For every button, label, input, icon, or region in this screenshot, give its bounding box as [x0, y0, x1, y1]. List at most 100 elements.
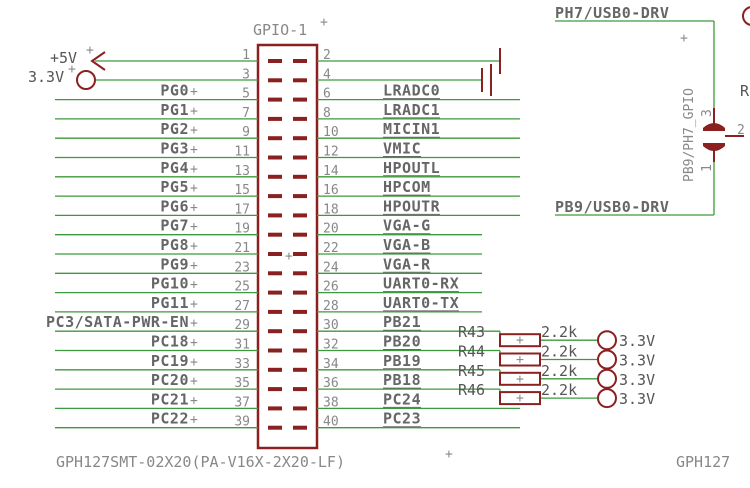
vcc5-origin-mark: + [86, 43, 94, 58]
pad-left-11 [268, 252, 282, 256]
right-part-cut-letter: R [740, 82, 750, 100]
pin-number-left: 11 [234, 145, 250, 160]
net-label-right: VGA-G [383, 217, 431, 235]
rail-circle-symbol [597, 349, 617, 370]
pad-left-18 [268, 387, 282, 392]
pad-right-15 [293, 329, 307, 334]
net-origin-mark: + [190, 374, 198, 389]
pad-right-16 [293, 348, 307, 353]
pad-right-11 [293, 252, 307, 256]
jumper-pin-bottom: 1 [700, 164, 715, 172]
pad-left-14 [268, 309, 282, 314]
resistor-value: 2.2k [541, 323, 577, 341]
pin-number-right: 2 [323, 48, 331, 63]
pin-number-left: 15 [234, 183, 250, 198]
pin-number-left: 31 [234, 338, 250, 353]
net-origin-mark: + [190, 123, 198, 138]
pin-number-left: 13 [234, 164, 250, 179]
right-part-rail-circle [742, 6, 750, 26]
pad-right-19 [293, 406, 307, 411]
pin-number-left: 5 [242, 87, 250, 102]
pin-number-right: 26 [323, 280, 339, 295]
net-label-left: PC18 [151, 333, 189, 351]
resistor-origin-mark: + [516, 391, 524, 406]
pin-number-right: 22 [323, 241, 339, 256]
net-label-right: HPOUTR [383, 197, 441, 215]
net-label-right: PB18 [383, 371, 421, 389]
net-label-right: MICIN1 [383, 120, 440, 138]
net-label-right: VGA-R [383, 255, 431, 273]
pin-number-left: 19 [234, 222, 250, 237]
net-label-left: PC20 [151, 371, 189, 389]
pin-number-left: 29 [234, 318, 250, 333]
net-origin-mark: + [190, 413, 198, 428]
pin-number-right: 38 [323, 395, 339, 410]
resistor-value: 2.2k [541, 343, 577, 361]
net-label-right: UART0-TX [383, 294, 459, 312]
net-label-left: PG6 [160, 197, 189, 215]
resistor-ref: R44 [458, 343, 485, 361]
jumper-pad-top [703, 123, 725, 131]
pin-number-right: 6 [323, 87, 331, 102]
pin-number-left: 39 [234, 415, 250, 430]
pad-right-12 [293, 271, 307, 276]
net-label-left: PG7 [160, 217, 189, 235]
net-label-right: HPCOM [383, 178, 431, 196]
net-origin-mark: + [190, 85, 198, 100]
net-label-left: PC3/SATA-PWR-EN [46, 313, 189, 331]
net-label-left: PG8 [160, 236, 189, 254]
net-label-left: PG10 [151, 275, 189, 293]
pin-number-right: 16 [323, 183, 339, 198]
net-origin-mark: + [190, 143, 198, 158]
net-label-right: LRADC0 [383, 82, 440, 100]
net-origin-mark: + [190, 239, 198, 254]
pad-left-5 [268, 136, 282, 141]
pin-number-left: 17 [234, 202, 250, 217]
net-origin-mark: + [190, 104, 198, 119]
pad-right-8 [293, 194, 307, 199]
pin-number-right: 32 [323, 338, 339, 353]
net-label-left: PG5 [160, 178, 189, 196]
bottom-net-label: PB9/USB0-DRV [555, 198, 669, 216]
pad-left-19 [268, 406, 282, 411]
pad-right-3 [293, 97, 307, 102]
rail-circle-symbol [597, 368, 617, 389]
net-label-right: VGA-B [383, 236, 431, 254]
net-label-left: PG3 [160, 140, 189, 158]
pad-right-18 [293, 387, 307, 392]
resistor-body [499, 352, 541, 367]
pad-right-9 [293, 213, 307, 218]
pin-number-right: 18 [323, 202, 339, 217]
pad-left-8 [268, 194, 282, 199]
pad-right-7 [293, 174, 307, 179]
connector-part: GPH127SMT-02X20(PA-V16X-2X20-LF) [56, 453, 345, 471]
net-label-right: PC23 [383, 410, 421, 428]
pad-right-20 [293, 425, 307, 430]
pin-number-right: 14 [323, 164, 339, 179]
vcc33-label: 3.3V [28, 68, 64, 86]
pin-number-right: 10 [323, 125, 339, 140]
part-origin-mark: + [445, 447, 453, 462]
rail-label: 3.3V [619, 352, 655, 370]
jumper-pin-mid: 2 [737, 123, 745, 138]
net-label-right: LRADC1 [383, 101, 440, 119]
pin-number-left: 25 [234, 280, 250, 295]
pad-left-12 [268, 271, 282, 276]
net-origin-mark: + [190, 200, 198, 215]
resistor-origin-mark: + [516, 372, 524, 387]
right-part-footer: GPH127 [676, 453, 730, 471]
pad-left-20 [268, 425, 282, 430]
net-origin-mark: + [190, 336, 198, 351]
net-label-right: PC24 [383, 390, 421, 408]
net-label-right: PB21 [383, 313, 421, 331]
pad-left-17 [268, 367, 282, 372]
net-label-right: HPOUTL [383, 159, 440, 177]
pin-number-right: 12 [323, 145, 339, 160]
net-label-left: PG2 [160, 120, 189, 138]
connector-name: GPIO-1 [253, 21, 307, 39]
pin-number-left: 23 [234, 260, 250, 275]
net-label-left: PC19 [151, 352, 189, 370]
